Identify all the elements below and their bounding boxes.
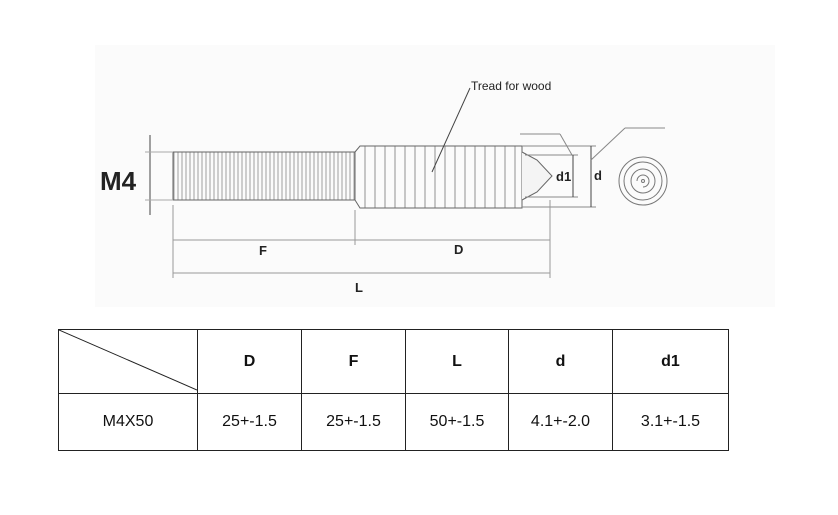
length-dimensions bbox=[172, 200, 551, 278]
d-length-label: D bbox=[454, 242, 463, 257]
l-label: L bbox=[355, 280, 363, 295]
annotation-label: Tread for wood bbox=[471, 79, 551, 93]
header-F: F bbox=[301, 329, 406, 394]
header-d: d bbox=[508, 329, 613, 394]
d-label: d bbox=[594, 168, 602, 183]
value-d: 4.1+-2.0 bbox=[508, 393, 613, 451]
machine-thread bbox=[172, 151, 356, 201]
d1-label: d1 bbox=[556, 169, 571, 184]
value-L: 50+-1.5 bbox=[405, 393, 509, 451]
value-d1: 3.1+-1.5 bbox=[612, 393, 729, 451]
header-L: L bbox=[405, 329, 509, 394]
screw-tip bbox=[521, 151, 553, 201]
corner-cell bbox=[58, 329, 198, 394]
wood-thread bbox=[354, 145, 523, 209]
value-D: 25+-1.5 bbox=[197, 393, 302, 451]
header-d1: d1 bbox=[612, 329, 729, 394]
value-F: 25+-1.5 bbox=[301, 393, 406, 451]
model-cell: M4X50 bbox=[58, 393, 198, 451]
f-label: F bbox=[259, 243, 267, 258]
table-header-row: D F L d d1 bbox=[58, 329, 729, 394]
end-view-icon bbox=[618, 156, 668, 206]
table-row: M4X50 25+-1.5 25+-1.5 50+-1.5 4.1+-2.0 3… bbox=[58, 393, 729, 451]
thread-size-label: M4 bbox=[100, 166, 137, 196]
screw-technical-drawing: M4 Tread for wood d1 d F D L bbox=[100, 79, 668, 295]
header-D: D bbox=[197, 329, 302, 394]
dimensions-table: D F L d d1 M4X50 25+-1.5 25+-1.5 50+-1.5… bbox=[58, 329, 729, 451]
annotation-leader bbox=[431, 87, 471, 173]
